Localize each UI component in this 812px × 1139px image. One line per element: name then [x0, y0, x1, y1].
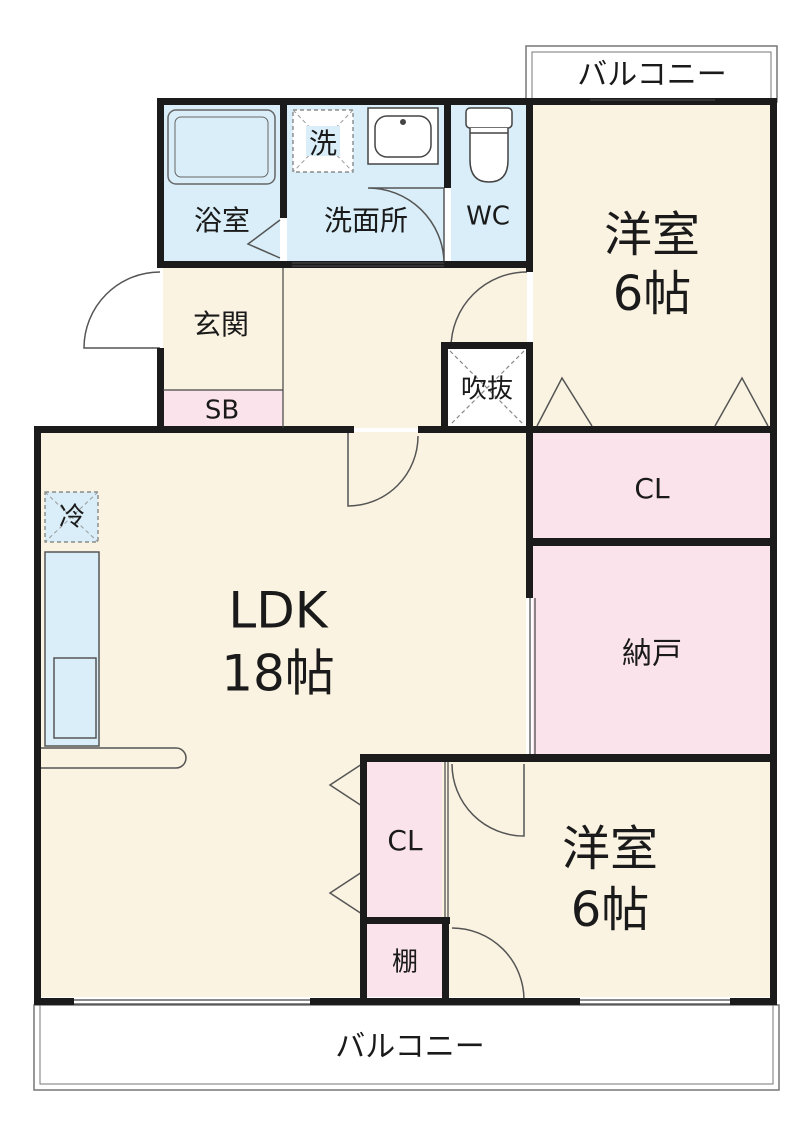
bathtub-icon	[167, 109, 276, 185]
washer-pan-icon	[292, 109, 354, 173]
balcony-bottom: バルコニー	[33, 1004, 780, 1091]
shelf	[367, 924, 442, 997]
washroom-label: 洗面所	[324, 204, 408, 237]
door-swing-icon	[83, 187, 769, 1001]
shoebox-label: SB	[205, 396, 239, 426]
western-bottom-label: 洋室	[562, 821, 658, 877]
entrance-label: 玄関	[193, 308, 249, 341]
western-room-top	[533, 104, 770, 428]
western-top-label: 洋室	[604, 207, 700, 263]
ldk-label: LDK	[228, 582, 328, 640]
void-cross-icon	[449, 350, 525, 426]
shelf-label: 棚	[392, 948, 418, 978]
washer-label: 洗	[309, 127, 337, 160]
kitchen-counter-icon	[39, 551, 187, 769]
fridge-space-icon	[44, 491, 99, 543]
ldk-size: 18帖	[221, 645, 335, 703]
storage-room-label: 納戸	[622, 637, 682, 672]
balcony-bottom-label: バルコニー	[335, 1030, 484, 1065]
thin-partitions	[74, 99, 730, 1005]
western-room-bottom	[447, 762, 770, 997]
closet-mid	[367, 762, 442, 917]
toilet-icon	[465, 107, 513, 183]
walls	[34, 98, 777, 1005]
western-bottom-size: 6帖	[571, 882, 650, 938]
closet-top	[533, 432, 770, 538]
void-label: 吹抜	[461, 375, 513, 405]
balcony-top: バルコニー	[525, 45, 778, 103]
washbasin-icon	[367, 107, 439, 165]
closet-top-label: CL	[634, 472, 670, 505]
bath-label: 浴室	[194, 204, 250, 237]
storage-room	[533, 546, 770, 754]
fridge-label: 冷	[59, 503, 85, 533]
wc-label: WC	[466, 202, 510, 232]
shoebox	[163, 390, 283, 428]
western-top-size: 6帖	[613, 266, 692, 322]
closet-mid-label: CL	[387, 824, 423, 857]
balcony-top-label: バルコニー	[577, 58, 726, 93]
